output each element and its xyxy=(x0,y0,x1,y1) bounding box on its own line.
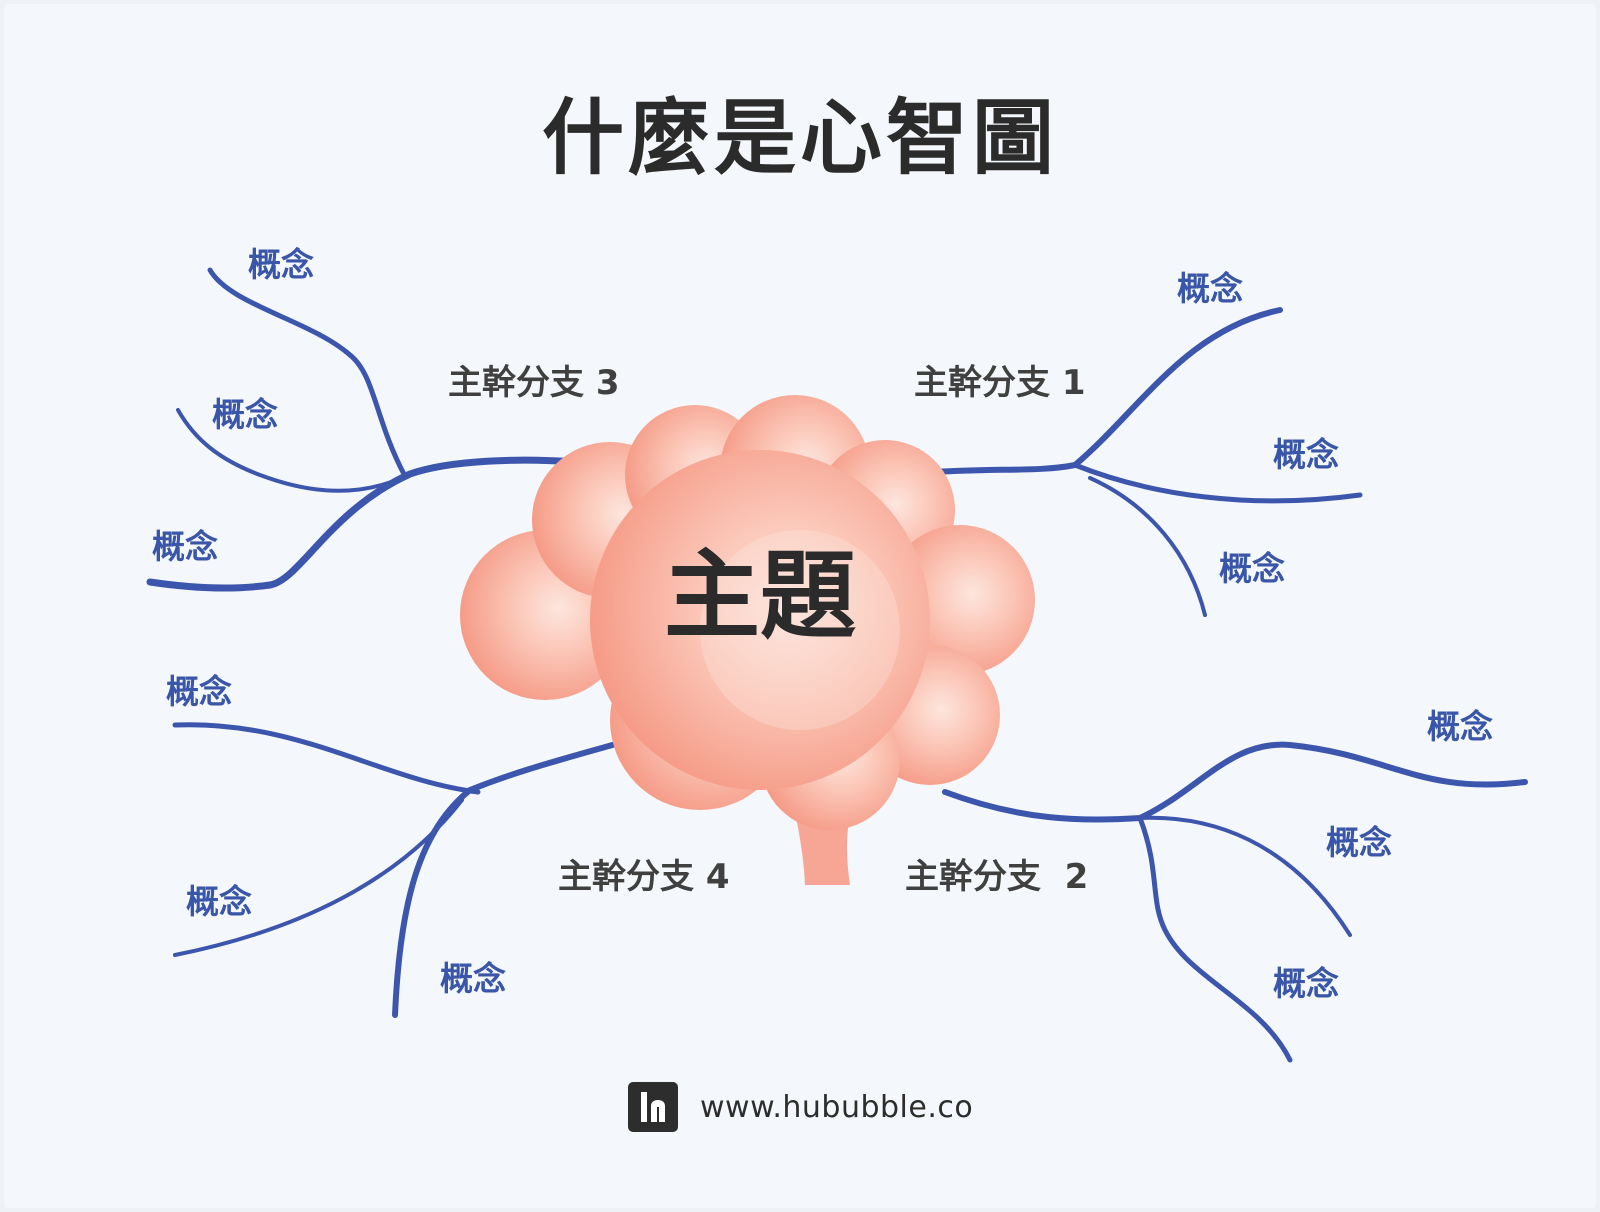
central-topic: 主題 xyxy=(664,540,856,652)
concept-2-1: 概念 xyxy=(1427,707,1493,746)
branch-2-trunk xyxy=(942,741,1528,823)
branch-3-trunk xyxy=(146,456,579,592)
concept-3-2: 概念 xyxy=(212,395,278,434)
branch-2-label: 主幹分支 2 xyxy=(905,857,1089,897)
concept-4-1: 概念 xyxy=(166,672,232,711)
branch-4-trunk xyxy=(392,737,633,1018)
concept-3-3: 概念 xyxy=(152,527,218,566)
branch-4-twig-2 xyxy=(173,798,464,957)
concept-4-2: 概念 xyxy=(186,882,252,921)
branch-1-twig-2 xyxy=(1088,476,1207,617)
branch-2-twig-2 xyxy=(1138,815,1352,937)
branch-3-lines xyxy=(146,267,579,592)
footer: www.hububble.co xyxy=(628,1082,973,1132)
branch-1-twig-1 xyxy=(1072,462,1363,504)
concept-4-3: 概念 xyxy=(440,959,506,998)
concept-2-2: 概念 xyxy=(1326,823,1392,862)
brain-icon xyxy=(460,395,1035,885)
branch-2-twig-1 xyxy=(1137,815,1293,1063)
logo-mark xyxy=(641,1092,665,1122)
hububble-logo-icon xyxy=(628,1082,678,1132)
branch-3-twig-2 xyxy=(176,408,404,493)
concept-1-3: 概念 xyxy=(1219,549,1285,588)
branch-1-trunk xyxy=(932,307,1283,475)
branch-2-lines xyxy=(942,741,1528,1063)
concept-2-3: 概念 xyxy=(1273,964,1339,1003)
branch-1-label: 主幹分支 1 xyxy=(914,363,1086,403)
branch-4-twig-1 xyxy=(172,722,481,795)
branch-lines xyxy=(146,267,1528,1063)
concept-3-1: 概念 xyxy=(248,245,314,284)
branch-4-label: 主幹分支 4 xyxy=(558,857,730,897)
footer-url[interactable]: www.hububble.co xyxy=(700,1089,974,1125)
page-title: 什麼是心智圖 xyxy=(541,91,1058,186)
branch-3-label: 主幹分支 3 xyxy=(448,363,620,403)
branch-1-lines xyxy=(932,307,1363,617)
concept-1-1: 概念 xyxy=(1177,269,1243,308)
concept-1-2: 概念 xyxy=(1273,435,1339,474)
branch-3-twig-1 xyxy=(207,267,408,479)
branch-4-lines xyxy=(172,722,633,1018)
